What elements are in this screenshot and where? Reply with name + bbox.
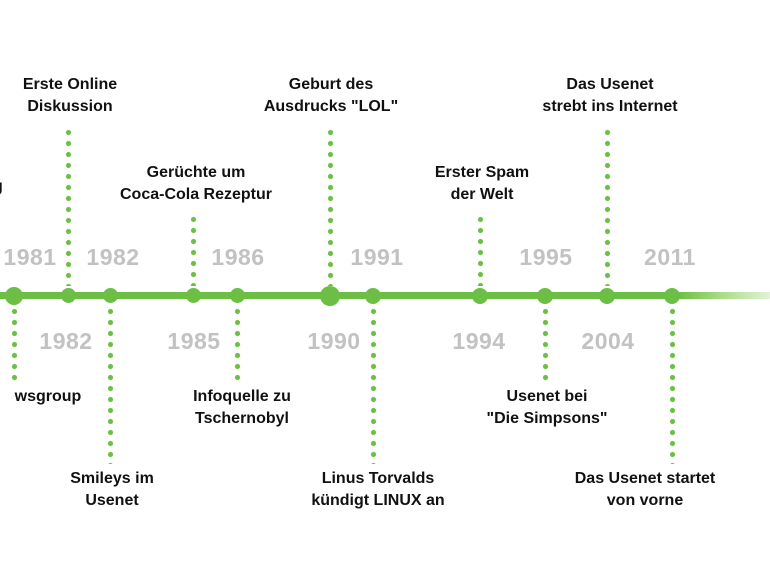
timeline-axis <box>0 292 770 299</box>
timeline-node <box>472 287 488 304</box>
event-label-line: Infoquelle zu <box>193 388 291 405</box>
dotted-connector <box>668 306 676 464</box>
dotted-connector <box>541 306 549 380</box>
timeline-node <box>320 285 340 306</box>
event-label-line: strebt ins Internet <box>542 98 678 115</box>
timeline-node <box>60 288 76 303</box>
dotted-connector <box>106 306 114 464</box>
event-label-line: von vorne <box>606 492 684 509</box>
event-label: Das Usenet startet von vorne <box>575 468 716 512</box>
event-label-line: Erste Online <box>22 76 118 93</box>
event-label-line: Usenet <box>85 492 139 509</box>
timeline-node <box>599 287 615 304</box>
dotted-connector <box>10 306 18 380</box>
event-label: Das Usenet strebt ins Internet <box>542 74 677 118</box>
timeline-node <box>229 288 245 303</box>
event-label-line: Tschernobyl <box>195 410 289 427</box>
event-label-line: Das Usenet startet <box>574 470 716 487</box>
dotted-connector <box>476 214 484 286</box>
year-label: 2011 <box>644 244 696 270</box>
event-label: wsgroup <box>15 386 82 408</box>
timeline-node <box>5 286 23 305</box>
event-label-line: Erster Spam <box>434 164 530 181</box>
event-label-line: Usenet bei <box>506 388 588 405</box>
event-label-line: der Welt <box>450 186 514 203</box>
event-label-line: wsgroup <box>14 388 82 405</box>
timeline-node <box>102 288 118 303</box>
year-label: 1995 <box>519 244 573 270</box>
dotted-connector <box>64 127 72 286</box>
year-label: 1991 <box>350 244 404 270</box>
year-label: 1981 <box>3 244 57 270</box>
year-label: 1982 <box>39 328 93 354</box>
year-label: 1985 <box>167 328 221 354</box>
event-label-line: Geburt des <box>288 76 374 93</box>
year-label: 2004 <box>581 328 635 354</box>
year-label: 1994 <box>452 328 506 354</box>
year-label: 1990 <box>307 328 361 354</box>
event-label-line: Linus Torvalds <box>321 470 435 487</box>
event-label-line: "Die Simpsons" <box>486 410 608 427</box>
event-label-line: Diskussion <box>27 98 113 115</box>
event-label-line: kündigt LINUX an <box>311 492 445 509</box>
dotted-connector <box>326 127 334 286</box>
dotted-connector <box>603 127 611 286</box>
event-label: Erster Spam der Welt <box>435 162 529 206</box>
clipped-event-label-left: g <box>0 176 3 198</box>
event-label-line: Das Usenet <box>566 76 654 93</box>
event-label: Gerüchte um Coca-Cola Rezeptur <box>120 162 272 206</box>
timeline-node <box>537 287 553 304</box>
event-label: Smileys im Usenet <box>70 468 154 512</box>
event-label: Linus Torvalds kündigt LINUX an <box>311 468 444 512</box>
dotted-connector <box>233 306 241 380</box>
event-label-line: Ausdrucks "LOL" <box>263 98 399 115</box>
timeline-node <box>185 288 201 303</box>
dotted-connector <box>189 214 197 286</box>
year-label: 1982 <box>86 244 140 270</box>
event-label: Usenet bei "Die Simpsons" <box>487 386 608 430</box>
year-label: 1986 <box>211 244 265 270</box>
event-label-line: Coca-Cola Rezeptur <box>119 186 273 203</box>
timeline-node <box>365 287 381 304</box>
event-label: Infoquelle zu Tschernobyl <box>193 386 291 430</box>
timeline-node <box>664 287 680 304</box>
dotted-connector <box>369 306 377 464</box>
event-label-line: Gerüchte um <box>146 164 246 181</box>
event-label-line: Smileys im <box>70 470 154 487</box>
